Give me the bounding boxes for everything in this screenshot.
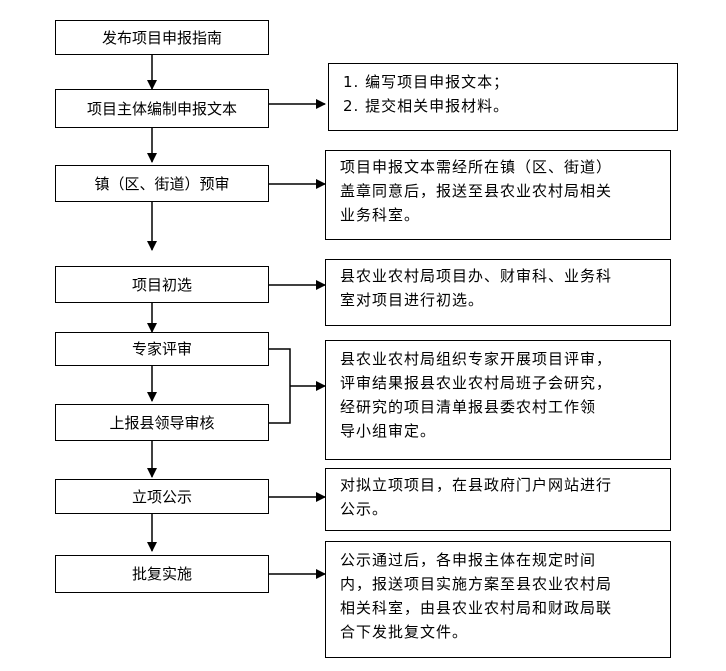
note-town-stamp: 项目申报文本需经所在镇（区、街道） 盖章同意后，报送至县农业农村局相关 业务科室… [325, 150, 671, 240]
note-publicity: 对拟立项项目，在县政府门户网站进行 公示。 [325, 468, 671, 531]
step-project-publicity: 立项公示 [55, 479, 269, 514]
step-label: 上报县领导审核 [109, 413, 215, 432]
note-line: 业务科室。 [340, 206, 421, 224]
note-line: 相关科室，由县农业农村局和财政局联 [340, 599, 613, 617]
note-line: 合下发批复文件。 [340, 623, 469, 641]
note-line: 评审结果报县农业农村局班子会研究， [340, 374, 613, 392]
step-expert-review: 专家评审 [55, 332, 269, 366]
step-label: 批复实施 [131, 565, 192, 583]
step-county-leader-review: 上报县领导审核 [55, 404, 269, 441]
step-approval-implementation: 批复实施 [55, 555, 269, 593]
note-line: 盖章同意后，报送至县农业农村局相关 [340, 182, 613, 200]
note-line: 项目申报文本需经所在镇（区、街道） [340, 158, 613, 176]
step-town-preliminary-review: 镇（区、街道）预审 [55, 165, 269, 202]
step-publish-guide: 发布项目申报指南 [55, 20, 269, 55]
note-line: 公示。 [340, 500, 389, 518]
note-line: 2. 提交相关申报材料。 [343, 97, 510, 115]
step-label: 镇（区、街道）预审 [94, 174, 230, 193]
step-label: 发布项目申报指南 [101, 28, 222, 47]
note-line: 导小组审定。 [340, 422, 437, 440]
note-initial-selection: 县农业农村局项目办、财审科、业务科 室对项目进行初选。 [325, 259, 671, 326]
note-line: 对拟立项项目，在县政府门户网站进行 [340, 476, 613, 494]
note-line: 内，报送项目实施方案至县农业农村局 [340, 575, 613, 593]
note-expert-review: 县农业农村局组织专家开展项目评审， 评审结果报县农业农村局班子会研究， 经研究的… [325, 340, 671, 460]
note-line: 县农业农村局项目办、财审科、业务科 [340, 267, 613, 285]
step-label: 专家评审 [131, 340, 192, 358]
step-initial-selection: 项目初选 [55, 266, 269, 303]
note-line: 公示通过后，各申报主体在规定时间 [340, 551, 597, 569]
note-approval: 公示通过后，各申报主体在规定时间 内，报送项目实施方案至县农业农村局 相关科室，… [325, 541, 671, 658]
note-line: 县农业农村局组织专家开展项目评审， [340, 350, 613, 368]
step-prepare-application: 项目主体编制申报文本 [55, 89, 269, 128]
note-line: 室对项目进行初选。 [340, 291, 485, 309]
step-label: 项目初选 [131, 275, 192, 294]
bracket-s5-s6 [269, 348, 291, 424]
note-line: 1. 编写项目申报文本； [343, 73, 510, 91]
step-label: 项目主体编制申报文本 [86, 99, 237, 118]
step-label: 立项公示 [131, 487, 192, 506]
note-line: 经研究的项目清单报县委农村工作领 [340, 398, 597, 416]
note-application-materials: 1. 编写项目申报文本； 2. 提交相关申报材料。 [328, 63, 678, 131]
